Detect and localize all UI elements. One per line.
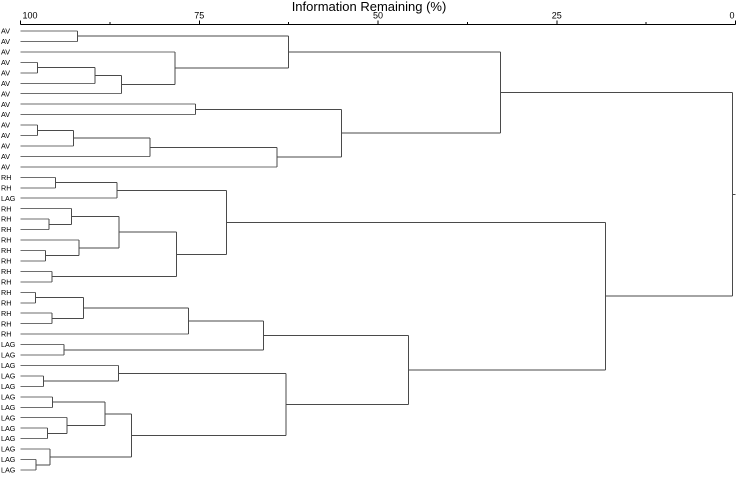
leaf-label: AV <box>1 68 10 77</box>
leaf-label: LAG <box>1 382 16 391</box>
leaf-label: RH <box>1 183 11 192</box>
leaf-label: AV <box>1 110 10 119</box>
leaf-label: RH <box>1 288 11 297</box>
axis-tick-label: 50 <box>373 11 383 21</box>
leaf-label: LAG <box>1 445 16 454</box>
leaf-label: AV <box>1 37 10 46</box>
axis-tick-label: 0 <box>729 11 734 21</box>
leaf-label: AV <box>1 142 10 151</box>
leaf-label: RH <box>1 309 11 318</box>
leaf-label: LAG <box>1 455 16 464</box>
leaf-label: AV <box>1 100 10 109</box>
leaf-label: LAG <box>1 466 16 475</box>
leaf-label: RH <box>1 330 11 339</box>
leaf-label: LAG <box>1 340 16 349</box>
leaf-label: LAG <box>1 372 16 381</box>
leaf-label: LAG <box>1 434 16 443</box>
leaf-label: AV <box>1 58 10 67</box>
leaf-label: RH <box>1 204 11 213</box>
leaf-label: RH <box>1 246 11 255</box>
leaf-label: AV <box>1 152 10 161</box>
axis-tick-label: 75 <box>194 11 204 21</box>
leaf-label: AV <box>1 79 10 88</box>
leaf-label: LAG <box>1 194 16 203</box>
leaf-label: RH <box>1 298 11 307</box>
leaf-label: LAG <box>1 424 16 433</box>
leaf-label: LAG <box>1 361 16 370</box>
leaf-label: RH <box>1 215 11 224</box>
leaf-label: LAG <box>1 351 16 360</box>
leaf-label: AV <box>1 48 10 57</box>
leaf-label: AV <box>1 162 10 171</box>
leaf-label: AV <box>1 89 10 98</box>
axis-tick-label: 25 <box>552 11 562 21</box>
leaf-label: RH <box>1 267 11 276</box>
leaf-label: RH <box>1 319 11 328</box>
leaf-label: AV <box>1 121 10 130</box>
leaf-label: RH <box>1 277 11 286</box>
leaf-label: RH <box>1 173 11 182</box>
leaf-labels: AVAVAVAVAVAVAVAVAVAVAVAVAVAVRHRHLAGRHRHR… <box>1 27 16 475</box>
leaf-label: RH <box>1 225 11 234</box>
chart-title-group: Information Remaining (%) <box>292 0 447 14</box>
leaf-label: LAG <box>1 413 16 422</box>
axis-tick-label: 100 <box>23 11 38 21</box>
leaf-label: RH <box>1 257 11 266</box>
x-axis: 100 75 50 25 0 <box>20 11 736 25</box>
leaf-label: AV <box>1 131 10 140</box>
chart-title: Information Remaining (%) <box>292 0 447 14</box>
leaf-label: LAG <box>1 403 16 412</box>
leaf-label: RH <box>1 236 11 245</box>
dendrogram-links <box>20 30 736 471</box>
leaf-label: LAG <box>1 392 16 401</box>
leaf-label: AV <box>1 27 10 36</box>
